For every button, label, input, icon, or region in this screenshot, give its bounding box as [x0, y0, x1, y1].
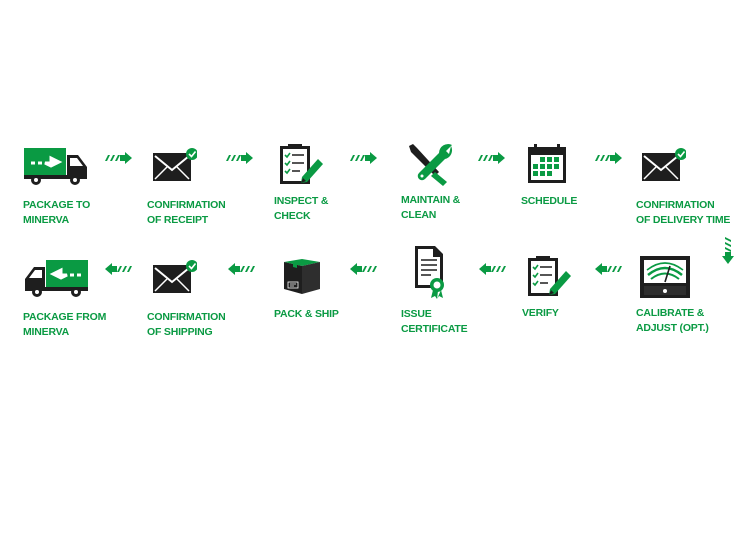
step-label: MAINTAIN & CLEAN: [401, 194, 461, 221]
step-label: CONFIRMATION OF RECEIPT: [147, 199, 226, 226]
arrow-left-icon: [348, 263, 378, 275]
arrow-down-icon: [721, 236, 735, 266]
arrow-left-icon: [226, 263, 256, 275]
step-label: CONFIRMATION OF DELIVERY TIME: [636, 199, 731, 226]
step-label: PACKAGE TO MINERVA: [23, 199, 91, 226]
envelope-check-icon: [147, 147, 217, 193]
envelope-check-icon: [636, 147, 706, 193]
step-label: CONFIRMATION OF SHIPPING: [147, 311, 226, 338]
arrow-left-icon: [103, 263, 133, 275]
arrow-right-icon: [594, 152, 624, 164]
step-label: INSPECT & CHECK: [274, 195, 329, 222]
step-label: ISSUE CERTIFICATE: [401, 308, 468, 335]
arrow-right-icon: [104, 152, 134, 164]
truck-left-icon: [23, 259, 93, 305]
box-icon: [274, 256, 344, 302]
meter-icon: [636, 255, 706, 301]
checklist-pen-icon: [522, 255, 592, 301]
checklist-pen-icon: [274, 143, 344, 189]
wrench-screwdriver-icon: [401, 142, 471, 188]
arrow-right-icon: [477, 152, 507, 164]
step-label: PACK & SHIP: [274, 308, 339, 320]
step-label: CALIBRATE & ADJUST (OPT.): [636, 307, 709, 334]
arrow-left-icon: [593, 263, 623, 275]
arrow-right-icon: [349, 152, 379, 164]
arrow-left-icon: [477, 263, 507, 275]
calendar-icon: [521, 143, 591, 189]
arrow-right-icon: [225, 152, 255, 164]
truck-right-icon: [23, 147, 93, 193]
step-label: PACKAGE FROM MINERVA: [23, 311, 107, 338]
certificate-icon: [401, 244, 471, 300]
step-label: SCHEDULE: [521, 195, 578, 207]
step-label: VERIFY: [522, 307, 559, 319]
envelope-check-icon: [147, 259, 217, 305]
